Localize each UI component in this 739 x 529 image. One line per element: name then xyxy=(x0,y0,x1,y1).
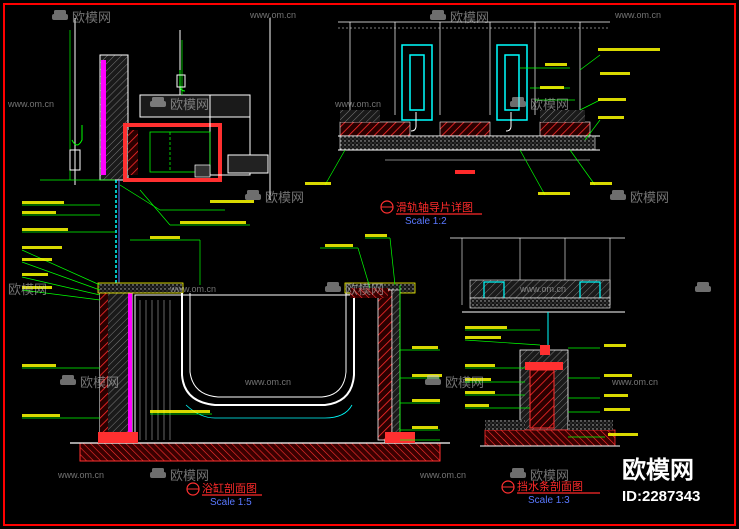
watermarks: 欧模网 www.om.cn 欧模网 www.om.cn www.om.cn 欧模… xyxy=(7,10,711,484)
sofa-logo-icon xyxy=(510,97,526,107)
watermark-brand: 欧模网 xyxy=(72,11,111,26)
sofa-logo-icon xyxy=(510,468,526,478)
watermark-site: www.om.cn xyxy=(169,284,216,294)
watermark-brand: 欧模网 xyxy=(8,283,47,298)
sofa-logo-icon xyxy=(325,282,341,292)
watermark-site: www.om.cn xyxy=(614,10,661,20)
track-detail xyxy=(305,21,660,196)
water-stopper-detail xyxy=(450,237,638,447)
watermark-site: www.om.cn xyxy=(7,99,54,109)
watermark-site: www.om.cn xyxy=(244,377,291,387)
detail-marker-icon xyxy=(380,200,394,214)
watermark-brand: 欧模网 xyxy=(170,469,209,484)
watermark-brand: 欧模网 xyxy=(445,376,484,391)
watermark-site: www.om.cn xyxy=(334,99,381,109)
detail-label: 滑轨轴导片详图 xyxy=(396,200,473,214)
detail-title-stopper: 挡水条剖面图 Scale 1:3 xyxy=(501,479,600,506)
floor-slab xyxy=(79,442,441,462)
watermark-brand: 欧模网 xyxy=(530,98,569,113)
watermark-brand: 欧模网 xyxy=(530,469,569,484)
sofa-logo-icon xyxy=(60,375,76,385)
sofa-logo-icon xyxy=(610,190,626,200)
sofa-logo-icon xyxy=(150,97,166,107)
watermark-site: www.om.cn xyxy=(57,470,104,480)
watermark-brand: 欧模网 xyxy=(630,191,669,206)
brand-id: ID:2287343 xyxy=(622,488,700,505)
sofa-logo-icon xyxy=(150,468,166,478)
bathtub-section-detail xyxy=(21,18,450,462)
sofa-logo-icon xyxy=(425,375,441,385)
watermark-brand: 欧模网 xyxy=(80,376,119,391)
watermark-brand: 欧模网 xyxy=(265,191,304,206)
detail-label: 挡水条剖面图 xyxy=(517,479,583,493)
bathtub-shell xyxy=(181,293,355,406)
detail-scale: Scale 1:3 xyxy=(528,495,570,506)
watermark-site: www.om.cn xyxy=(611,377,658,387)
watermark-site: www.om.cn xyxy=(419,470,466,480)
sofa-logo-icon xyxy=(430,10,446,20)
watermark-brand: 欧模网 xyxy=(345,283,384,298)
sofa-logo-icon xyxy=(52,10,68,20)
watermark-site: www.om.cn xyxy=(519,284,566,294)
detail-marker-icon xyxy=(501,480,515,494)
watermark-site: www.om.cn xyxy=(249,10,296,20)
detail-marker-icon xyxy=(186,482,200,496)
detail-title-bathtub: 浴缸剖面图 Scale 1:5 xyxy=(186,481,262,508)
brand-name: 欧模网 xyxy=(622,456,694,484)
watermark-brand: 欧模网 xyxy=(450,11,489,26)
detail-scale: Scale 1:2 xyxy=(405,216,447,227)
detail-scale: Scale 1:5 xyxy=(210,497,252,508)
sheet-frame xyxy=(3,3,736,526)
detail-title-track: 滑轨轴导片详图 Scale 1:2 xyxy=(380,200,482,227)
sofa-logo-icon xyxy=(695,282,711,292)
detail-label: 浴缸剖面图 xyxy=(202,481,257,495)
sofa-logo-icon xyxy=(245,190,261,200)
watermark-brand: 欧模网 xyxy=(170,98,209,113)
brand-badge: 欧模网 ID:2287343 xyxy=(622,456,700,505)
